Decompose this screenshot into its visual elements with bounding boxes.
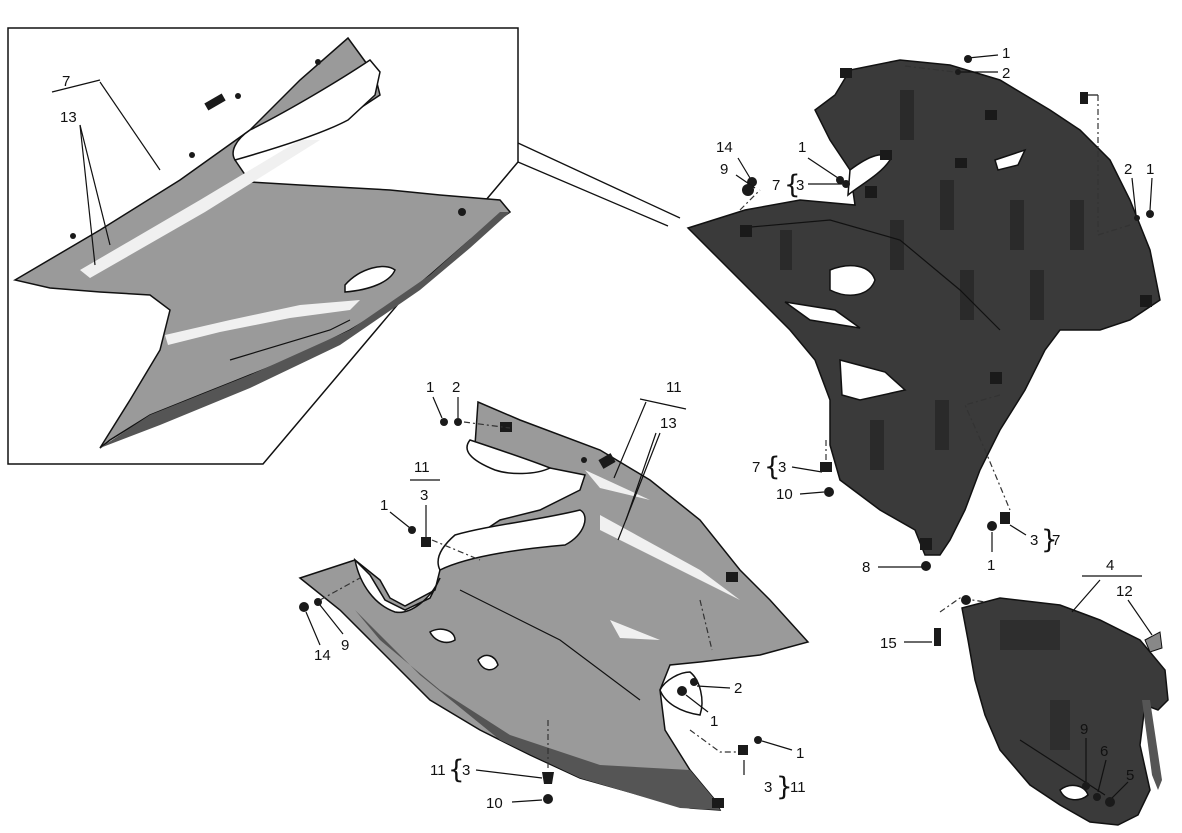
callout-3-mid: 3: [778, 459, 786, 476]
brace-11-bottom: {: [448, 755, 465, 785]
callout-7-lower: 7: [1052, 532, 1060, 549]
callout-10-right: 10: [776, 486, 793, 503]
callout-1-ll-top: 1: [426, 379, 434, 396]
front-fender: [961, 597, 1169, 826]
callout-1-ll-mid: 1: [380, 497, 388, 514]
callout-12: 12: [1116, 583, 1133, 600]
callout-9-ll: 9: [341, 637, 349, 654]
front-fender-callouts: 4 12 15 9 6 5: [880, 557, 1163, 807]
callout-10-bottom: 10: [486, 795, 503, 812]
callout-15: 15: [880, 635, 897, 652]
callout-2-top: 2: [1002, 65, 1010, 82]
callout-6: 6: [1100, 743, 1108, 760]
callout-11-ll-lower: 11: [790, 779, 806, 796]
callout-7-mid: 7: [752, 459, 760, 476]
callout-1-left: 1: [798, 139, 806, 156]
callout-3-ll: 3: [420, 487, 428, 504]
right-fairing-texture: [780, 90, 1084, 470]
callout-9-right: 9: [720, 161, 728, 178]
callout-1-top: 1: [1002, 45, 1010, 62]
callout-1-lower: 1: [987, 557, 995, 574]
callout-3-bottom: 3: [462, 762, 470, 779]
callout-1-ll-lower: 1: [796, 745, 804, 762]
callout-3-left: 3: [796, 177, 804, 194]
inset-lower-fairing-panel: [12, 36, 512, 449]
right-fairing-callouts: 1 2 1 14 9 7 { 3 2 1 7 { 3 10: [716, 45, 1154, 576]
callout-13-left: 13: [660, 415, 677, 432]
callout-14-ll: 14: [314, 647, 331, 664]
callout-9-fender: 9: [1080, 721, 1088, 738]
callout-2-ll-right: 2: [734, 680, 742, 697]
callout-3-ll-lower: 3: [764, 779, 772, 796]
left-fairing-callouts: 1 2 11 13 11 3 1 14 9 2 1: [299, 379, 806, 812]
callout-1-right: 1: [1146, 161, 1154, 178]
brace-7-lower: }: [1041, 525, 1058, 555]
callout-7-left: 7: [772, 177, 780, 194]
brace-7-left: {: [784, 170, 801, 200]
inset-detail-view: 7 13: [7, 27, 681, 465]
callout-11-ll: 11: [414, 459, 430, 476]
callout-14: 14: [716, 139, 733, 156]
callout-2-ll-top: 2: [452, 379, 460, 396]
brace-11-ll: }: [776, 772, 793, 802]
callout-2-right: 2: [1124, 161, 1132, 178]
inset-callouts: 7 13: [51, 73, 161, 266]
callout-11-bottom: 11: [430, 762, 446, 779]
callout-4: 4: [1106, 557, 1114, 574]
callout-3-lower: 3: [1030, 532, 1038, 549]
inset-callout-7: 7: [62, 73, 70, 90]
callout-1-ll-right: 1: [710, 713, 718, 730]
right-fairing-panel: [686, 59, 1161, 556]
brace-7-mid: {: [764, 452, 781, 482]
inset-callout-13: 13: [60, 109, 77, 126]
left-fairing-panel: [298, 400, 810, 811]
callout-8: 8: [862, 559, 870, 576]
callout-11-top: 11: [666, 379, 682, 396]
callout-5: 5: [1126, 767, 1134, 784]
